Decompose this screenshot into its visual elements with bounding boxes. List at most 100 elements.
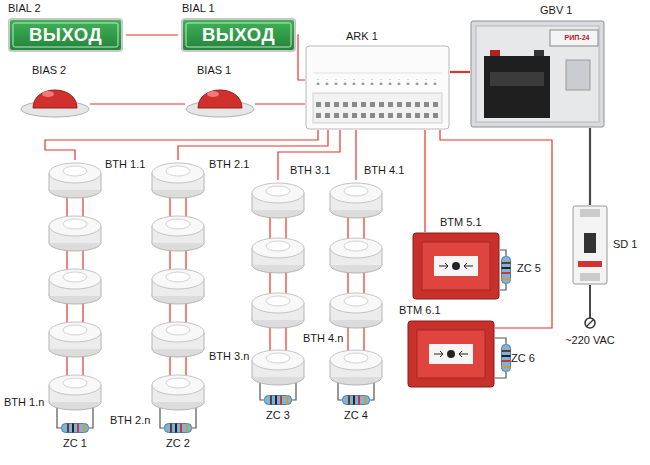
supply-voltage: ~220 VAC (565, 334, 615, 347)
power-supply-art (471, 21, 604, 127)
resistor-label: ZC 2 (166, 437, 190, 450)
smoke-detector (252, 238, 304, 273)
wire (178, 130, 328, 160)
resistor-symbol (62, 424, 89, 433)
control-panel-art (306, 46, 449, 129)
smoke-detector: BTH 1.n (48, 372, 102, 412)
device-label: SD 1 (613, 238, 637, 251)
wire (255, 103, 305, 104)
model-plate: РИП-24 (550, 30, 604, 46)
smoke-detector-art (330, 183, 382, 218)
device-label: BIAS 1 (197, 64, 231, 77)
smoke-detector: BTH 2.n (151, 372, 205, 412)
circuit-breaker-art (572, 205, 608, 285)
manual-call-point-art (413, 233, 499, 299)
manual-call-point-art (412, 232, 500, 300)
smoke-detector (252, 293, 304, 328)
resistor-label: ZC 6 (511, 352, 535, 365)
exit-sign: BIAL 1ВЫХОД (178, 18, 299, 52)
circuit-breaker-art (573, 206, 607, 284)
device-label: BTH 2.n (110, 414, 150, 427)
device-label: BTH 3.1 (290, 164, 330, 177)
control-panel-art (305, 45, 450, 130)
wire (278, 130, 340, 180)
resistor-label: ZC 5 (517, 262, 541, 275)
resistor-symbol (165, 424, 192, 433)
sign-text: ВЫХОД (178, 18, 299, 52)
loop-wire (67, 196, 364, 376)
device-label: BTH 4.1 (364, 164, 404, 177)
smoke-detector-art (252, 350, 304, 385)
smoke-detector-art (329, 180, 383, 220)
siren-art (21, 90, 89, 117)
wire (589, 128, 591, 205)
device-label: BTH 4.n (303, 332, 343, 345)
device-label: GBV 1 (540, 4, 572, 17)
siren: BIAS 1 (185, 80, 255, 118)
smoke-detector-art (152, 375, 204, 410)
wire (424, 130, 425, 232)
resistor-symbol (343, 396, 370, 405)
wire (45, 130, 318, 160)
smoke-detector: BTH 1.1 (48, 160, 102, 200)
smoke-detector (49, 269, 101, 304)
smoke-detector-art (251, 347, 305, 387)
smoke-detector-art (49, 163, 101, 198)
smoke-detector-art (48, 160, 102, 200)
circuit-breaker: SD 1 (572, 205, 608, 285)
smoke-detector-art (152, 163, 204, 198)
device-label: ARK 1 (346, 30, 378, 43)
smoke-detector (152, 322, 204, 357)
device-label: BIAL 2 (8, 2, 41, 15)
device-label: BTH 1.n (4, 396, 44, 409)
smoke-detector-art (49, 375, 101, 410)
mains-wire (589, 285, 591, 318)
smoke-detector (152, 216, 204, 251)
smoke-detector: BTH 2.1 (151, 160, 205, 200)
manual-call-point: BTM 5.1 (412, 232, 500, 300)
device-label: BTM 5.1 (440, 216, 482, 229)
manual-call-point: BTM 6.1 (407, 320, 495, 388)
sign-text: ВЫХОД (5, 18, 126, 52)
smoke-detector: BTH 3.1 (251, 180, 305, 220)
smoke-detector-art (251, 180, 305, 220)
smoke-detector (49, 322, 101, 357)
device-label: BIAS 2 (32, 64, 66, 77)
resistor-symbol (502, 257, 511, 284)
smoke-detector (330, 238, 382, 273)
resistor-symbol (502, 345, 511, 372)
smoke-detector-art (329, 347, 383, 387)
wire (298, 35, 305, 80)
smoke-detector (330, 293, 382, 328)
smoke-detector: BTH 4.n (329, 347, 383, 387)
device-label: BTH 1.1 (105, 158, 145, 171)
device-label: BTH 3.n (209, 350, 249, 363)
wire (450, 71, 470, 73)
resistor-label: ZC 3 (266, 409, 290, 422)
power-supply: GBV 1РИП-24 (470, 20, 605, 128)
smoke-detector (152, 269, 204, 304)
smoke-detector-art (330, 350, 382, 385)
wire (90, 103, 185, 104)
wire (355, 130, 356, 180)
control-panel: ARK 1 (305, 45, 450, 130)
manual-call-point-art (408, 321, 494, 387)
smoke-detector-art (252, 183, 304, 218)
smoke-detector-art (151, 160, 205, 200)
wire (126, 34, 178, 35)
siren-art (185, 80, 255, 118)
smoke-detector: BTH 3.n (251, 347, 305, 387)
smoke-detector-art (48, 372, 102, 412)
device-label: BTH 2.1 (209, 158, 249, 171)
smoke-detector: BTH 4.1 (329, 180, 383, 220)
resistor-symbol (265, 396, 292, 405)
mains-terminal (585, 318, 595, 328)
siren-art (20, 80, 90, 118)
mains-terminal (586, 319, 594, 327)
siren: BIAS 2 (20, 80, 90, 118)
resistor-label: ZC 1 (63, 437, 87, 450)
smoke-detector (49, 216, 101, 251)
resistor-label: ZC 4 (344, 409, 368, 422)
smoke-detector-art (151, 372, 205, 412)
